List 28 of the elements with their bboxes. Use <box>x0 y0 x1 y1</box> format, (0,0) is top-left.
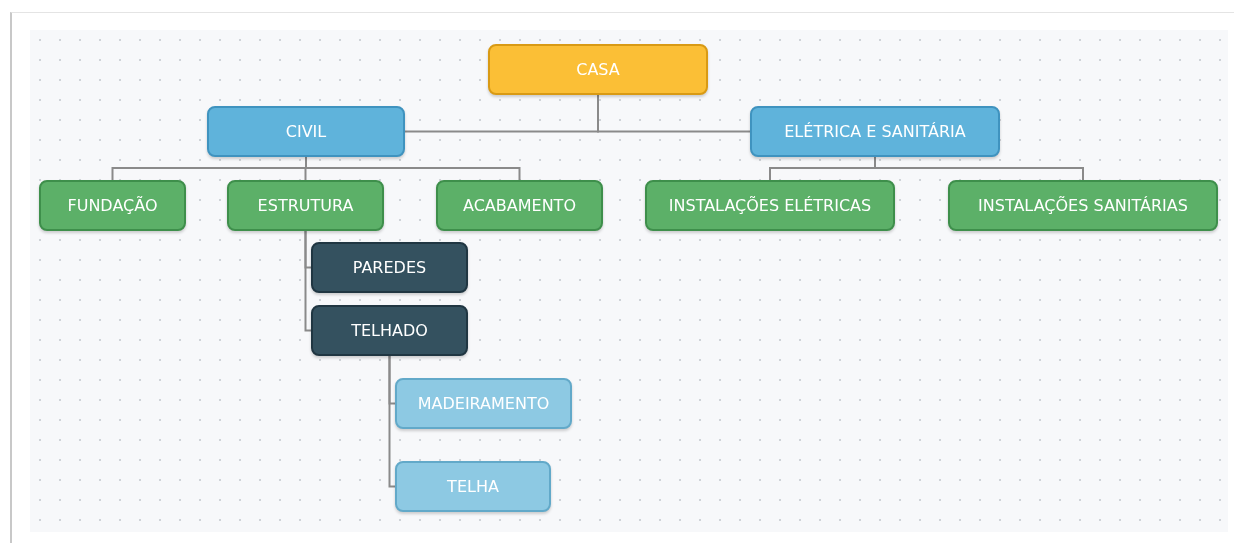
topic-box <box>311 305 468 356</box>
topic-label: CASA <box>576 60 620 79</box>
connector-line <box>874 156 1084 181</box>
topic-label: TELHADO <box>351 321 428 340</box>
topic-box <box>645 180 895 231</box>
topic-label: FUNDAÇÃO <box>67 196 158 215</box>
connector-line <box>304 230 312 332</box>
topic-box <box>207 106 405 157</box>
topic-box <box>395 378 572 429</box>
topic-label: CIVIL <box>285 122 327 141</box>
topic-label: ELÉTRICA E SANITÁRIA <box>784 122 966 141</box>
connector-line <box>597 94 751 133</box>
topic-box <box>488 44 708 95</box>
topic-label: PAREDES <box>352 258 427 277</box>
topic-box <box>395 461 551 512</box>
topic-box <box>227 180 384 231</box>
topic-label: ESTRUTURA <box>257 196 354 215</box>
topic-label: ACABAMENTO <box>463 196 576 215</box>
topic-box <box>436 180 603 231</box>
topic-box <box>948 180 1218 231</box>
topic-box <box>750 106 1000 157</box>
topic-label: TELHA <box>447 477 499 496</box>
topic-label: MADEIRAMENTO <box>417 394 550 413</box>
topic-box <box>39 180 186 231</box>
topic-box <box>311 242 468 293</box>
topic-label: INSTALAÇÕES ELÉTRICAS <box>668 196 872 215</box>
connector-line <box>388 355 396 488</box>
topic-label: INSTALAÇÕES SANITÁRIAS <box>978 196 1188 215</box>
